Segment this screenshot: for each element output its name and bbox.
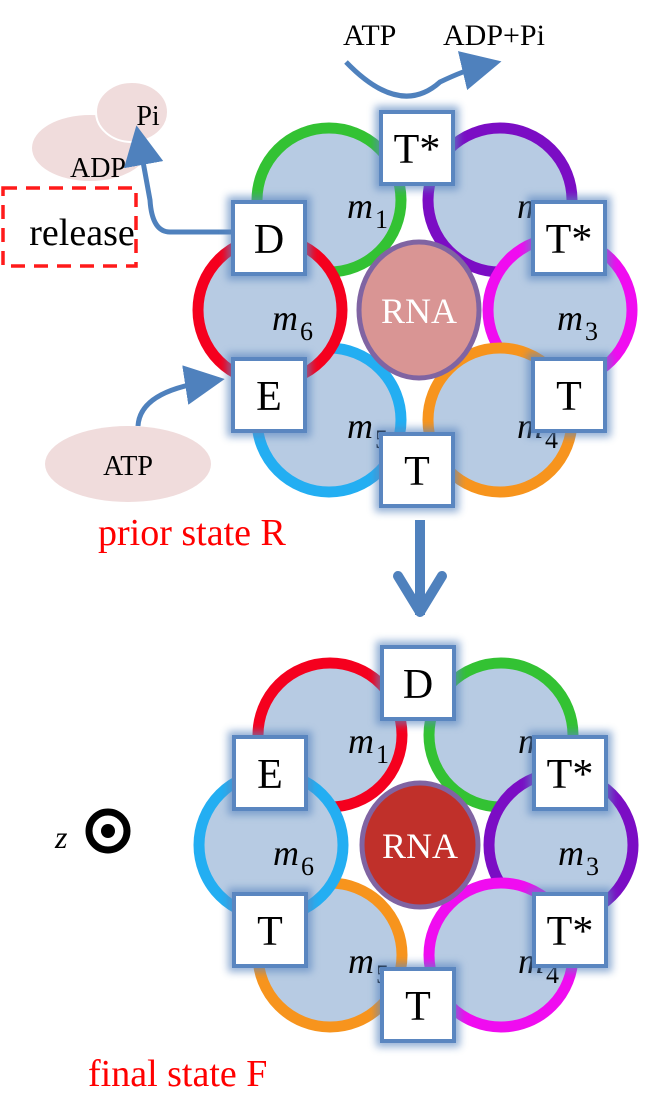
release-box [1,186,138,268]
site-state-label: T [257,909,283,955]
nucleotide-site-box [532,892,608,968]
release-arrow [123,125,240,235]
atp-label: ATP [103,451,153,482]
nucleotide-site-box [379,110,455,186]
transition-arrow [393,520,447,617]
top-adp-pi-label: ADP+Pi [443,19,545,52]
nucleotide-site-box [232,892,308,968]
nucleotide-site-box [232,735,308,811]
release-label: release [29,212,134,254]
site-state-label: E [257,752,283,798]
adp-label: ADP [70,153,126,184]
site-state-label: T* [547,909,594,955]
prior-state-label: prior state R [98,512,287,554]
z-axis-label: z [54,819,68,855]
nucleotide-site-box [231,357,307,433]
rna-label: RNA [381,291,457,331]
site-state-label: T [556,374,582,420]
final-state-label: final state F [88,1053,267,1095]
rna-label: RNA [382,826,458,866]
top-atp-label: ATP [343,19,396,52]
site-state-label: E [256,374,282,420]
rna-core [359,780,481,910]
nucleotide-site-box [380,645,456,721]
nucleotide-site-box [380,967,456,1043]
rna-core [356,239,482,381]
hydrolysis-arrow [344,51,502,99]
site-state-label: T [405,984,431,1030]
nucleotide-site-box [379,432,455,508]
final-state-hexamer: RNAm1m2m3m4m5m6DT*T*TTE [193,641,639,1047]
out-of-page-icon [85,808,131,854]
atp-molecule [45,426,211,502]
nucleotide-site-box [231,200,307,276]
nucleotide-site-box [531,200,607,276]
nucleotide-site-box [531,357,607,433]
binding-arrow [135,365,225,427]
site-state-label: D [403,662,433,708]
nucleotide-site-box [532,735,608,811]
pi-label: Pi [136,101,160,132]
site-state-label: T* [394,127,441,173]
site-state-label: T* [546,217,593,263]
site-state-label: T* [547,752,594,798]
site-state-label: T [404,449,430,495]
site-state-label: D [254,217,284,263]
